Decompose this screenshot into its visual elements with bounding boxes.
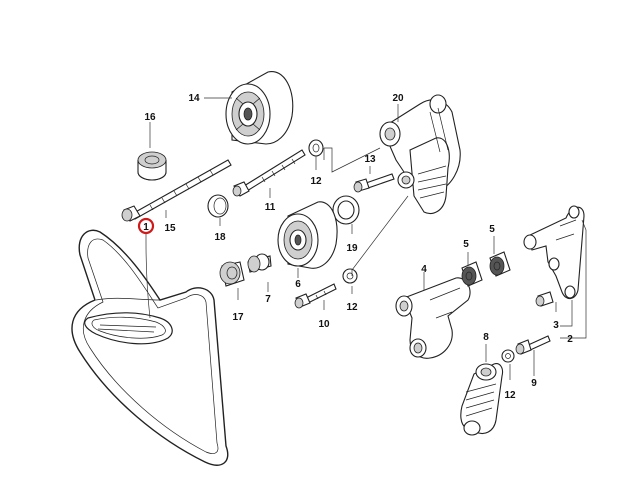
part-12-washer-bottom	[501, 349, 515, 363]
part-10-bolt	[294, 283, 337, 309]
part-13-bolt	[353, 173, 395, 193]
callout-5a: 5	[463, 239, 469, 250]
callout-18: 18	[214, 232, 226, 243]
part-8-damper	[460, 363, 504, 436]
part-11-bolt	[232, 149, 306, 197]
part-19-ring	[332, 195, 360, 225]
callout-10: 10	[318, 319, 330, 330]
part-5-bushing-left	[461, 261, 483, 287]
callout-3: 3	[553, 320, 559, 331]
part-4-tensioner-arm	[395, 277, 471, 359]
part-12-washer-top	[308, 139, 324, 157]
callout-17: 17	[232, 312, 244, 323]
callout-1-highlight-circle	[137, 217, 155, 235]
callout-14: 14	[188, 93, 200, 104]
callout-11: 11	[265, 202, 276, 213]
part-16-cap	[137, 151, 167, 181]
part-6-pulley	[277, 201, 338, 269]
part-14-idler-pulley	[225, 71, 294, 145]
callout-1: 1	[143, 222, 149, 233]
callout-6: 6	[295, 279, 301, 290]
part-20-tensioner-assembly	[379, 94, 461, 214]
part-7-bolt	[247, 253, 272, 273]
callout-19: 19	[346, 243, 358, 254]
part-17-cap	[219, 261, 245, 287]
callout-2: 2	[567, 334, 573, 345]
part-15-bolt	[121, 159, 232, 222]
callout-12a: 12	[310, 176, 322, 187]
callout-7: 7	[265, 294, 271, 305]
leader-lines	[145, 97, 587, 380]
part-12-washer-middle	[342, 268, 358, 284]
callout-13: 13	[364, 154, 376, 165]
callout-9: 9	[531, 378, 537, 389]
callout-5b: 5	[489, 224, 495, 235]
callout-16: 16	[144, 112, 156, 123]
callout-12c: 12	[504, 390, 516, 401]
callout-20: 20	[392, 93, 404, 104]
callout-4: 4	[421, 264, 427, 275]
part-9-bolt	[515, 335, 551, 355]
part-18-plug	[207, 194, 229, 218]
callout-12b: 12	[346, 302, 358, 313]
part-2-bracket	[523, 205, 585, 300]
callout-labels: 1 2 3 4 5 5 6 7 8 9 10 11 12 12 12 13 14…	[137, 93, 573, 401]
serpentine-belt	[71, 229, 229, 466]
part-3-small-bolt	[535, 291, 554, 307]
callout-8: 8	[483, 332, 489, 343]
part-5-bushing-right	[489, 251, 511, 277]
callout-15: 15	[164, 223, 176, 234]
